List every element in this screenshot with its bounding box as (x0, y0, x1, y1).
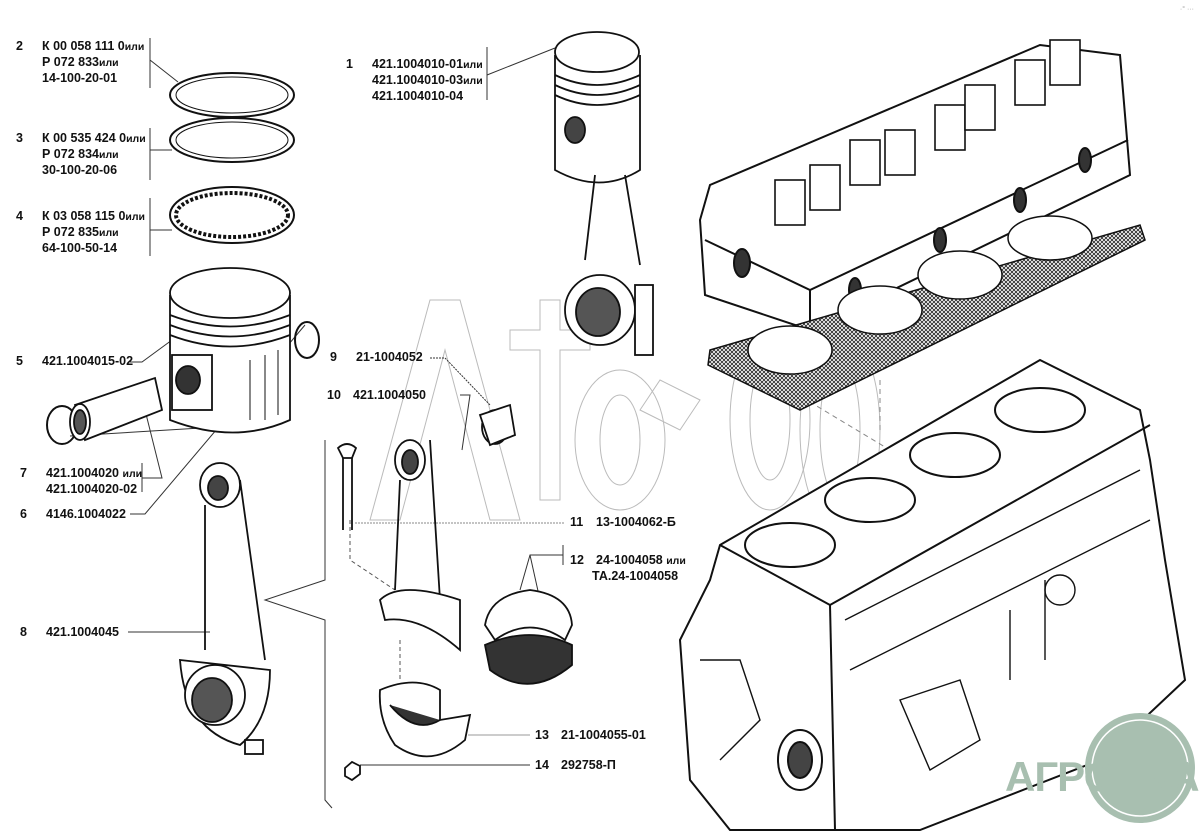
piston-pin (69, 376, 164, 442)
head-gasket (707, 215, 1146, 411)
bearing-shells (344, 589, 573, 782)
piston (169, 267, 291, 434)
connecting-rod-assembly (179, 462, 271, 755)
piston-rings (169, 72, 295, 244)
leader-lines (69, 38, 1091, 809)
watermark (369, 299, 881, 531)
agronka-logo: АГРОНКА (1005, 725, 1200, 825)
corner-mark: ·° ··· (1179, 6, 1194, 13)
logo-emblem (1085, 713, 1195, 823)
connecting-rod-10 (336, 403, 517, 652)
engine-block (678, 358, 1187, 831)
piston-rod-assembly (554, 31, 654, 356)
logo-text: АГРОНКА (1005, 753, 1200, 800)
cylinder-head (698, 39, 1132, 332)
